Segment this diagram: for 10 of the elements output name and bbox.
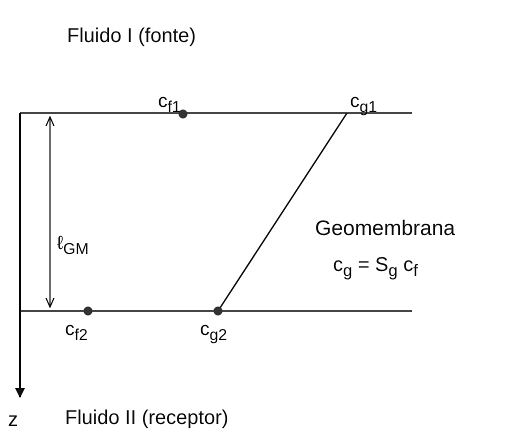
thickness-label: ℓ$_{GM}$ [57,234,89,258]
point-label: c$_{f1}$ [158,92,181,116]
point-label: c$_{g1}$ [350,92,378,116]
fluid-label: Fluido II (receptor) [65,408,228,428]
axis-label: z [8,410,18,430]
point-label: c$_{g2}$ [200,320,228,344]
layer-label: Geomembrana [315,218,456,239]
fluid-label: Fluido I (fonte) [67,26,196,46]
equation: c$_{g}$ = S$_{g}$ c$_{f}$ [333,255,418,280]
point-label: c$_{f2}$ [65,320,88,344]
